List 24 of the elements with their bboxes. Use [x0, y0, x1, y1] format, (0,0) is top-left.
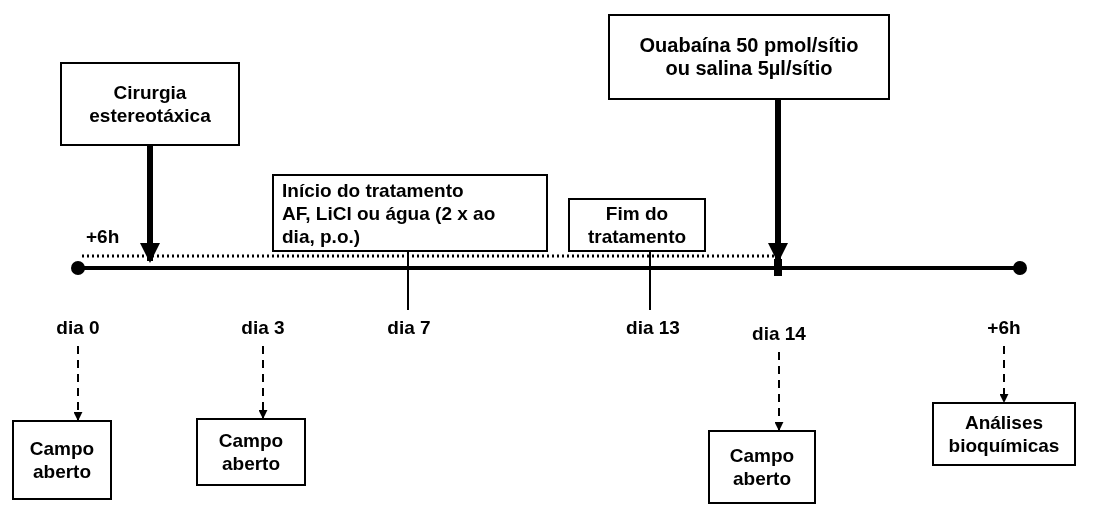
- arrow: [774, 351, 784, 431]
- day-label: dia 3: [232, 314, 294, 340]
- connector-line: [649, 251, 651, 267]
- process-box: Cirurgia estereotáxica: [60, 62, 240, 146]
- arrow: [140, 146, 160, 263]
- connector-line: [407, 251, 409, 267]
- process-box: Análises bioquímicas: [932, 402, 1076, 466]
- time-label: +6h: [978, 314, 1030, 340]
- process-box: Início do tratamento AF, LiCl ou água (2 x ao dia, p.o.): [272, 174, 548, 252]
- arrow: [73, 345, 83, 421]
- process-box: Fim do tratamento: [568, 198, 706, 252]
- process-box: Campo aberto: [708, 430, 816, 504]
- arrow: [768, 100, 788, 263]
- day-label: dia 7: [378, 314, 440, 340]
- day-label: dia 0: [48, 314, 108, 340]
- time-label: +6h: [86, 226, 120, 248]
- timeline-axis: [71, 259, 1027, 311]
- day-label: dia 13: [614, 314, 692, 340]
- process-box: Ouabaína 50 pmol/sítio ou salina 5µl/sítio: [608, 14, 890, 100]
- process-box: Campo aberto: [196, 418, 306, 486]
- process-box: Campo aberto: [12, 420, 112, 500]
- day-label: dia 14: [740, 320, 818, 346]
- arrow: [258, 345, 268, 419]
- arrow: [999, 345, 1009, 403]
